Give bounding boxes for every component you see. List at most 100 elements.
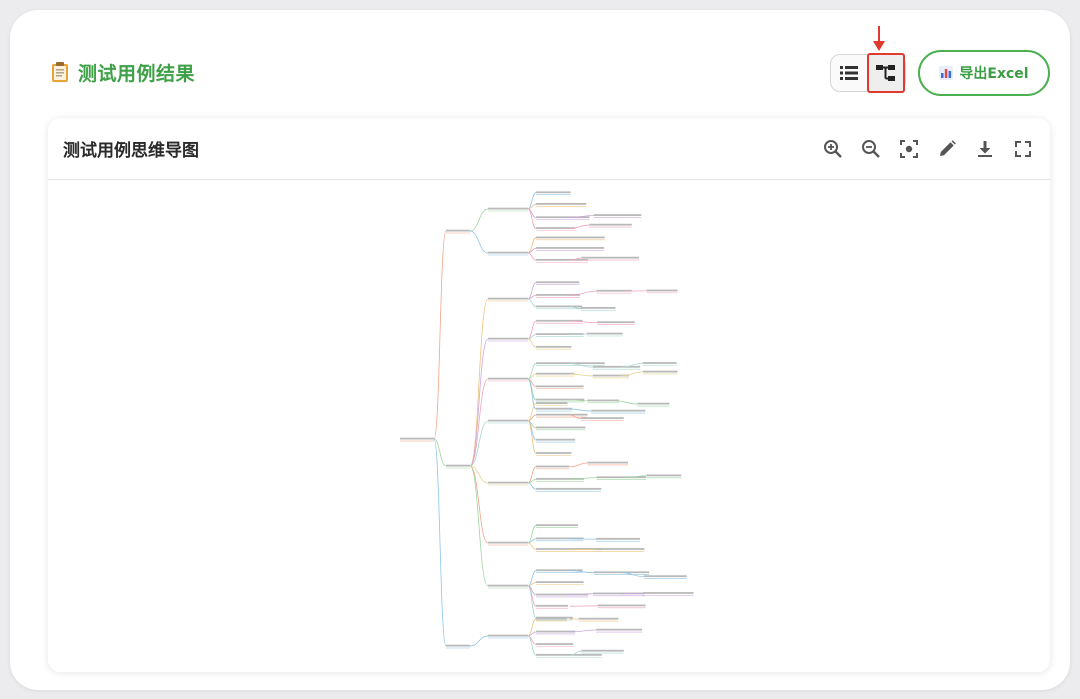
mindmap-node-text [488,297,528,300]
mindmap-node-text [536,548,602,550]
page-title: 测试用例结果 [50,58,195,86]
mindmap-edge [569,414,581,419]
mindmap-edge [527,582,537,587]
mindmap-node-text [488,419,528,422]
mindmap-edge [527,208,537,229]
mindmap-edge [527,294,537,300]
mindmap-edge [569,215,594,219]
mindmap-node-text [536,477,585,480]
mindmap-node-text [536,653,602,656]
mindmap-node-text [536,643,574,645]
mindmap-panel: 测试用例思维导图 [48,118,1050,672]
mindmap-node-text [592,365,641,368]
mindmap-edge [527,466,537,484]
mindmap-node-text [642,370,678,373]
mindmap-edge [433,438,447,467]
export-excel-button[interactable]: 导出Excel [918,50,1050,96]
mindmap-node-text [488,251,528,254]
mindmap-node-text [536,385,584,388]
mindmap-node-text [536,593,589,596]
mindmap-node-text [536,372,575,375]
mindmap-edge [569,290,597,296]
mindmap-canvas[interactable] [48,181,1050,672]
mindmap-node-text [536,604,569,607]
mindmap-edge [527,542,537,550]
edit-icon [940,140,956,156]
page-title-text: 测试用例结果 [78,62,196,85]
mindmap-edge [527,482,537,490]
mindmap-node-text [536,236,605,239]
tree-structure-icon [875,65,895,81]
mindmap-edge [527,478,537,484]
mindmap-node-text [536,569,583,572]
mindmap-node-text [536,487,602,490]
mindmap-edge [527,570,537,587]
mindmap-node-text [446,644,470,647]
mindmap-edge [615,400,638,405]
list-icon [839,66,858,80]
mindmap-node-text [488,584,528,587]
mindmap-edge [569,629,597,633]
mindmap-node-text [536,426,586,429]
mindmap-node-text [593,592,645,595]
mindmap-node-text [593,571,650,574]
mindmap-node-text [596,289,632,292]
mindmap-node-text [536,216,590,219]
mindmap-edge [469,635,489,647]
mindmap-node-text [637,402,670,405]
mindmap-node-text [536,258,589,261]
mindmap-edge [569,408,592,412]
mindmap-node-text [536,191,571,194]
mindmap-edge [469,298,489,467]
mindmap-edge [569,320,598,324]
mindmap-node-text [536,345,572,348]
mindmap-node-text [536,362,605,365]
mindmap-node-text [536,630,576,633]
mindmap-edge [569,373,593,377]
mindmap-node-text [536,227,576,229]
mindmap-edge [569,363,593,368]
mindmap-node-text [536,524,579,527]
mindmap-node-text [488,541,528,544]
mindmap-panel-title: 测试用例思维导图 [63,141,199,161]
mindmap-node-text [536,438,576,441]
mindmap-node-text [536,465,570,468]
mindmap-node-text [536,413,588,416]
mindmap-edge [527,585,537,619]
test-case-results-card: 测试用例结果 [10,10,1070,690]
mindmap-edge [569,257,582,261]
mindmap-edge [624,475,647,479]
mindmap-node-text [581,256,639,259]
fit-view-icon [900,140,918,158]
mindmap-edge [569,306,581,309]
mindmap-node-text [643,575,687,578]
mindmap-edge [621,572,644,578]
bar-chart-icon [939,66,954,80]
mindmap-node-text [536,407,573,410]
mindmap-edge [569,399,588,402]
mindmap-node-text [536,398,585,401]
view-toggle [830,53,906,93]
mindmap-node-text [589,223,632,226]
mindmap-toolbar [820,132,1036,166]
zoom-out-button[interactable] [858,132,884,166]
mindmap-edge [469,230,489,254]
clipboard-icon [52,62,68,82]
mindmap-node-text [646,474,682,477]
fit-view-button[interactable] [896,132,922,166]
zoom-out-icon [862,140,880,158]
download-icon [978,141,992,157]
mindmap-node-text [580,307,616,309]
mindmap-node-text [578,617,619,620]
mindmap-node-text [596,548,645,550]
download-button[interactable] [972,132,998,166]
mindmap-view-button[interactable] [866,53,905,93]
zoom-in-button[interactable] [820,132,846,166]
mindmap-edge [527,378,537,410]
edit-button[interactable] [934,132,960,166]
mindmap-node-text [536,581,584,583]
list-view-button[interactable] [831,55,867,91]
mindmap-edge [527,420,537,454]
fullscreen-button[interactable] [1010,132,1036,166]
mindmap-node-text [536,537,584,540]
